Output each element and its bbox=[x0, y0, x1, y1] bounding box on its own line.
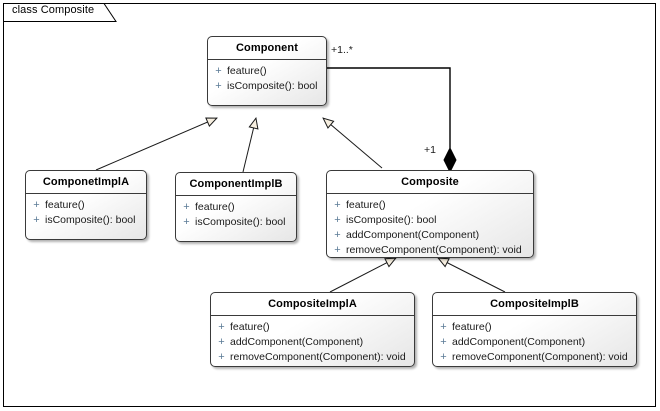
operation-row: + isComposite(): bool bbox=[28, 213, 144, 228]
operation-signature: isComposite(): bool bbox=[227, 80, 318, 92]
operation-signature: feature() bbox=[45, 199, 85, 211]
visibility-marker: + bbox=[33, 214, 40, 226]
visibility-marker: + bbox=[334, 199, 341, 211]
class-box-compositeimpla[interactable]: CompositeImplA + feature() + addComponen… bbox=[210, 292, 415, 367]
operation-signature: addComponent(Component) bbox=[230, 336, 364, 348]
multiplicity-component-end: +1..* bbox=[331, 44, 353, 56]
operation-signature: isComposite(): bool bbox=[45, 214, 136, 226]
operation-row: + addComponent(Component) bbox=[213, 335, 412, 350]
visibility-marker: + bbox=[334, 229, 341, 241]
operation-row: + isComposite(): bool bbox=[329, 213, 531, 228]
class-operations-compositeimplb: + feature() + addComponent(Component) + … bbox=[433, 316, 636, 366]
multiplicity-composite-end: +1 bbox=[424, 144, 436, 156]
class-name-composite: Composite bbox=[327, 171, 533, 194]
operation-signature: addComponent(Component) bbox=[346, 229, 480, 241]
operation-row: + removeComponent(Component): void bbox=[213, 350, 412, 365]
operation-signature: feature() bbox=[195, 201, 235, 213]
class-box-composite[interactable]: Composite + feature() + isComposite(): b… bbox=[326, 170, 534, 258]
operation-row: + addComponent(Component) bbox=[329, 228, 531, 243]
class-box-componentimplb[interactable]: ComponentImplB + feature() + isComposite… bbox=[175, 172, 297, 242]
operation-signature: isComposite(): bool bbox=[195, 216, 286, 228]
visibility-marker: + bbox=[215, 65, 222, 77]
operation-signature: isComposite(): bool bbox=[346, 214, 437, 226]
operation-row: + addComponent(Component) bbox=[435, 335, 634, 350]
class-operations-componetimpla: + feature() + isComposite(): bool bbox=[26, 194, 146, 232]
operation-row: + removeComponent(Component): void bbox=[435, 350, 634, 365]
visibility-marker: + bbox=[215, 80, 222, 92]
class-name-componentimplb: ComponentImplB bbox=[176, 173, 296, 196]
operation-signature: removeComponent(Component): void bbox=[452, 351, 628, 363]
operation-row: + feature() bbox=[28, 198, 144, 213]
class-name-compositeimpla: CompositeImplA bbox=[211, 293, 414, 316]
operation-row: + feature() bbox=[178, 200, 294, 215]
class-operations-componentimplb: + feature() + isComposite(): bool bbox=[176, 196, 296, 234]
class-box-component[interactable]: Component + feature() + isComposite(): b… bbox=[207, 36, 327, 106]
operation-row: + feature() bbox=[329, 198, 531, 213]
visibility-marker: + bbox=[440, 321, 447, 333]
visibility-marker: + bbox=[440, 351, 447, 363]
class-operations-compositeimpla: + feature() + addComponent(Component) + … bbox=[211, 316, 414, 366]
frame-label-tab bbox=[3, 3, 117, 22]
class-operations-composite: + feature() + isComposite(): bool + addC… bbox=[327, 194, 533, 257]
class-name-component: Component bbox=[208, 37, 326, 60]
visibility-marker: + bbox=[334, 214, 341, 226]
frame-label-text: class Composite bbox=[12, 4, 95, 16]
operation-signature: feature() bbox=[346, 199, 386, 211]
operation-signature: feature() bbox=[452, 321, 492, 333]
visibility-marker: + bbox=[218, 336, 225, 348]
class-box-compositeimplb[interactable]: CompositeImplB + feature() + addComponen… bbox=[432, 292, 637, 367]
class-box-componetimpla[interactable]: ComponetImplA + feature() + isComposite(… bbox=[25, 170, 147, 240]
visibility-marker: + bbox=[183, 216, 190, 228]
operation-signature: removeComponent(Component): void bbox=[346, 244, 522, 256]
operation-signature: feature() bbox=[230, 321, 270, 333]
operation-row: + isComposite(): bool bbox=[178, 215, 294, 230]
visibility-marker: + bbox=[334, 244, 341, 256]
class-operations-component: + feature() + isComposite(): bool bbox=[208, 60, 326, 98]
operation-row: + isComposite(): bool bbox=[210, 79, 324, 94]
class-name-compositeimplb: CompositeImplB bbox=[433, 293, 636, 316]
visibility-marker: + bbox=[218, 321, 225, 333]
visibility-marker: + bbox=[33, 199, 40, 211]
operation-row: + feature() bbox=[210, 64, 324, 79]
operation-signature: removeComponent(Component): void bbox=[230, 351, 406, 363]
class-name-componetimpla: ComponetImplA bbox=[26, 171, 146, 194]
operation-row: + feature() bbox=[213, 320, 412, 335]
operation-row: + removeComponent(Component): void bbox=[329, 243, 531, 257]
visibility-marker: + bbox=[440, 336, 447, 348]
operation-signature: addComponent(Component) bbox=[452, 336, 586, 348]
visibility-marker: + bbox=[183, 201, 190, 213]
operation-row: + feature() bbox=[435, 320, 634, 335]
operation-signature: feature() bbox=[227, 65, 267, 77]
visibility-marker: + bbox=[218, 351, 225, 363]
